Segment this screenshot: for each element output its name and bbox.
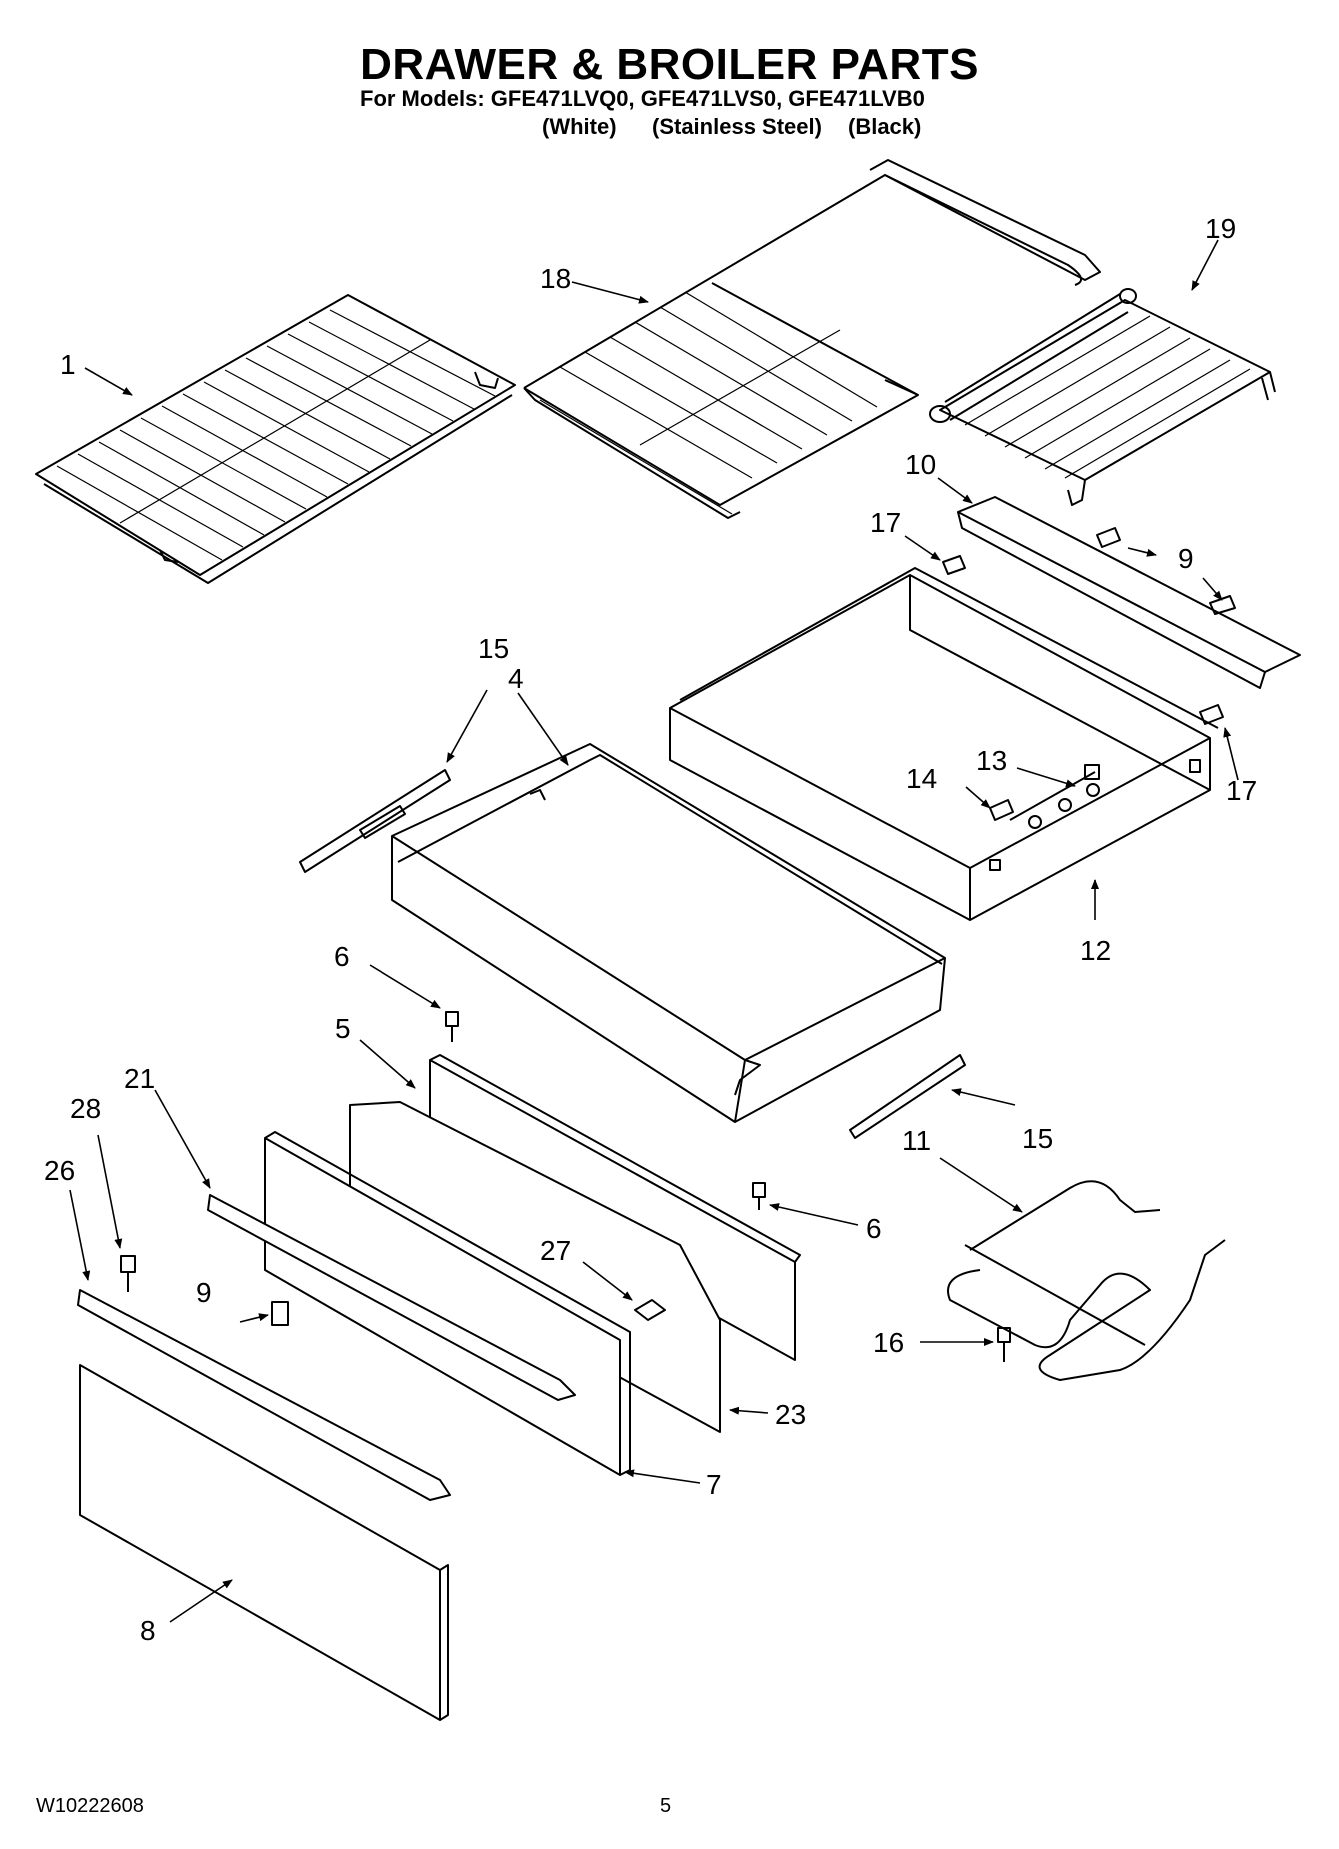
screw-9-right: [1209, 595, 1236, 615]
broiler-drawer-box-part: [669, 567, 1219, 921]
callout-11: 11: [902, 1125, 931, 1156]
document-number: W10222608: [36, 1795, 144, 1817]
rear-panel-part: [957, 496, 1301, 673]
broiler-grid-part: [929, 288, 1276, 506]
variant-white: (White): [542, 114, 617, 139]
callout-5: 5: [335, 1013, 351, 1044]
callout-14: 14: [906, 763, 937, 794]
broiler-drawer-part: [391, 743, 946, 1123]
page-title: DRAWER & BROILER PARTS: [360, 40, 979, 89]
callout-26: 26: [44, 1155, 75, 1186]
callout-28: 28: [70, 1093, 101, 1124]
callout-21: 21: [124, 1063, 155, 1094]
callout-10: 10: [905, 449, 936, 480]
callout-15-upper: 15: [478, 633, 509, 664]
screw-16: [997, 1327, 1011, 1362]
callout-17-lower: 17: [1226, 775, 1257, 806]
screw-9-lower: [271, 1301, 289, 1326]
upper-slide-rail-detail: [359, 805, 406, 839]
callout-16: 16: [873, 1327, 904, 1358]
sensor-13: [1009, 764, 1100, 821]
front-panel-edge: [439, 1564, 449, 1721]
callout-18: 18: [540, 263, 571, 294]
screw-6-lower: [752, 1182, 766, 1210]
callout-19: 19: [1205, 213, 1236, 244]
callout-27: 27: [540, 1235, 571, 1266]
callout-6-lower: 6: [866, 1213, 882, 1244]
callout-4: 4: [508, 663, 524, 694]
screw-14: [989, 799, 1014, 821]
door-handle-part: [77, 1289, 451, 1501]
variant-stainless: (Stainless Steel): [652, 114, 822, 139]
models-line: For Models: GFE471LVQ0, GFE471LVS0, GFE4…: [360, 86, 925, 111]
callout-13: 13: [976, 745, 1007, 776]
lower-slide-rail-part: [849, 1054, 966, 1139]
broiler-pan-part: [523, 159, 1101, 519]
screw-28: [120, 1255, 136, 1292]
front-panel-part: [79, 1364, 441, 1721]
screw-17-lower: [1199, 704, 1224, 725]
callout-7: 7: [706, 1469, 722, 1500]
screw-9-upper: [1096, 527, 1121, 548]
variant-black: (Black): [848, 114, 922, 139]
callout-8: 8: [140, 1615, 156, 1646]
clip-27: [634, 1299, 666, 1321]
page-number: 5: [660, 1795, 672, 1817]
handle-trim-part: [207, 1194, 576, 1401]
screw-17-upper: [942, 555, 966, 575]
screw-6-upper: [445, 1011, 459, 1042]
oven-rack-part: [35, 294, 516, 584]
callout-1: 1: [60, 349, 76, 380]
broil-element-part: [947, 1180, 1226, 1381]
callout-15-lower: 15: [1022, 1123, 1053, 1154]
rear-panel-edge: [957, 511, 1266, 689]
callout-6-upper: 6: [334, 941, 350, 972]
callout-9-upper: 9: [1178, 543, 1194, 574]
callout-17-upper: 17: [870, 507, 901, 538]
callout-23: 23: [775, 1399, 806, 1430]
callout-9-lower: 9: [196, 1277, 212, 1308]
inner-door-panel-top: [429, 1054, 801, 1263]
callout-12: 12: [1080, 935, 1111, 966]
